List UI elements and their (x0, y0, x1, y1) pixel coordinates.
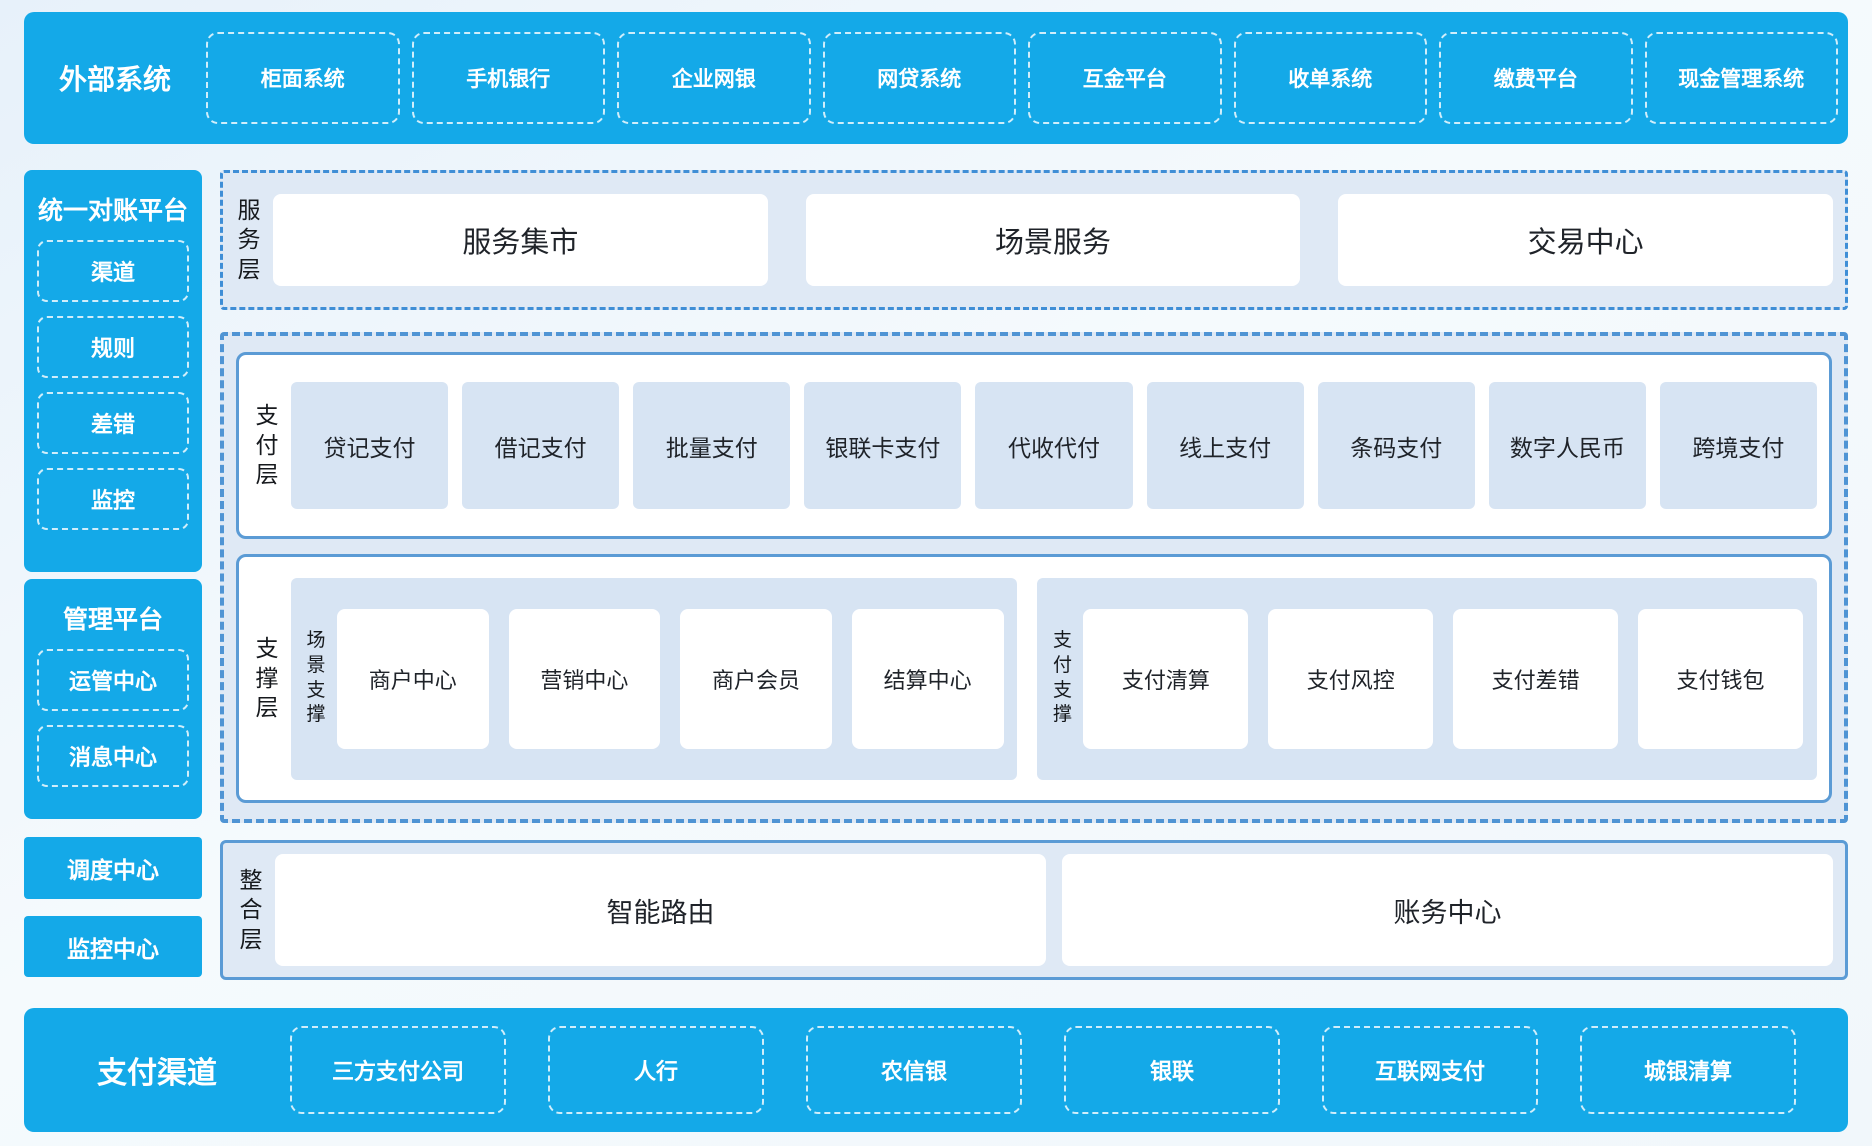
payment-module-box: 线上支付 (1146, 382, 1304, 509)
service-layer-items: 服务集市场景服务交易中心 (273, 194, 1834, 286)
support-module-box: 结算中心 (851, 608, 1004, 749)
payment-module-box: 贷记支付 (291, 382, 449, 509)
payment-channels-bar: 支付渠道 三方支付公司人行农信银银联互联网支付城银清算 (24, 1008, 1848, 1132)
payment-module-box: 条码支付 (1317, 382, 1475, 509)
support-layer-panel: 支撑层 场景支撑 商户中心营销中心商户会员结算中心 支付支撑 (236, 554, 1832, 803)
payment-channel-item: 三方支付公司 (290, 1026, 506, 1114)
payment-channels-items: 三方支付公司人行农信银银联互联网支付城银清算 (290, 1026, 1848, 1114)
support-layer-groups: 场景支撑 商户中心营销中心商户会员结算中心 支付支撑 支付清算支付风控支付差错支… (291, 577, 1817, 780)
scene-support-group: 场景支撑 商户中心营销中心商户会员结算中心 (291, 577, 1018, 780)
sidebar-module-item: 渠道 (37, 240, 189, 302)
monitor-center-box: 监控中心 (24, 916, 202, 977)
external-systems-items: 柜面系统手机银行企业网银网贷系统互金平台收单系统缴费平台现金管理系统 (206, 32, 1848, 124)
scene-support-label: 场景支撑 (306, 630, 326, 726)
external-system-item: 企业网银 (617, 32, 811, 124)
payment-channel-item: 银联 (1064, 1026, 1280, 1114)
support-module-box: 支付钱包 (1638, 608, 1803, 749)
payment-support-label: 支付支撑 (1052, 630, 1072, 726)
payment-module-box: 代收代付 (975, 382, 1133, 509)
sidebar-module-item: 监控 (37, 468, 189, 530)
payment-module-box: 银联卡支付 (804, 382, 962, 509)
payment-module-box: 借记支付 (462, 382, 620, 509)
support-module-box: 支付差错 (1453, 608, 1619, 749)
integration-module-box: 账务中心 (1062, 854, 1833, 966)
payment-layer-label: 支付层 (255, 402, 279, 488)
reconciliation-platform-items: 渠道规则差错监控 (24, 238, 202, 530)
layers-column: 服务层 服务集市场景服务交易中心 支付层 贷记支付借记支付批量支付银联卡支付代收… (220, 170, 1848, 980)
payment-channel-item: 城银清算 (1580, 1026, 1796, 1114)
external-systems-bar: 外部系统 柜面系统手机银行企业网银网贷系统互金平台收单系统缴费平台现金管理系统 (24, 12, 1848, 144)
external-systems-label: 外部系统 (58, 64, 171, 95)
payment-channel-item: 人行 (548, 1026, 764, 1114)
management-platform-panel: 管理平台 运管中心消息中心 (24, 579, 202, 819)
external-system-item: 柜面系统 (206, 32, 400, 124)
payment-layer-panel: 支付层 贷记支付借记支付批量支付银联卡支付代收代付线上支付条码支付数字人民币跨境… (236, 352, 1832, 539)
support-module-box: 商户中心 (337, 608, 489, 749)
reconciliation-platform-panel: 统一对账平台 渠道规则差错监控 (24, 170, 202, 572)
payment-support-group: 支付支撑 支付清算支付风控支付差错支付钱包 (1037, 577, 1817, 780)
support-module-box: 支付风控 (1268, 608, 1434, 749)
service-module-box: 服务集市 (273, 194, 768, 286)
dispatch-center-box: 调度中心 (24, 837, 202, 899)
core-layers-container: 支付层 贷记支付借记支付批量支付银联卡支付代收代付线上支付条码支付数字人民币跨境… (220, 332, 1848, 823)
external-system-item: 网贷系统 (822, 32, 1016, 124)
support-module-box: 营销中心 (508, 608, 661, 749)
service-module-box: 场景服务 (805, 194, 1301, 286)
sidebar-module-item: 消息中心 (37, 725, 189, 787)
external-system-item: 现金管理系统 (1644, 32, 1838, 124)
external-system-item: 缴费平台 (1439, 32, 1633, 124)
diagram-body: 统一对账平台 渠道规则差错监控 管理平台 运管中心消息中心 调度中心 监控中心 … (24, 170, 1848, 980)
payment-channel-item: 农信银 (806, 1026, 1022, 1114)
integration-module-box: 智能路由 (275, 854, 1046, 966)
payment-support-items: 支付清算支付风控支付差错支付钱包 (1083, 608, 1803, 749)
sidebar-module-item: 运管中心 (37, 649, 189, 711)
payment-channels-label: 支付渠道 (97, 1057, 217, 1090)
reconciliation-platform-title: 统一对账平台 (37, 197, 188, 225)
service-layer-label: 服务层 (237, 196, 261, 282)
sidebar-module-item: 差错 (37, 392, 189, 454)
payment-module-box: 数字人民币 (1488, 382, 1646, 509)
integration-layer-panel: 整合层 智能路由账务中心 (220, 840, 1848, 980)
support-module-box: 支付清算 (1083, 608, 1249, 749)
external-system-item: 手机银行 (411, 32, 605, 124)
service-layer-panel: 服务层 服务集市场景服务交易中心 (220, 170, 1848, 310)
payment-module-box: 跨境支付 (1659, 382, 1817, 509)
integration-layer-label: 整合层 (239, 866, 263, 952)
payment-layer-items: 贷记支付借记支付批量支付银联卡支付代收代付线上支付条码支付数字人民币跨境支付 (291, 382, 1817, 509)
scene-support-items: 商户中心营销中心商户会员结算中心 (337, 608, 1004, 749)
management-platform-items: 运管中心消息中心 (24, 647, 202, 787)
payment-module-box: 批量支付 (633, 382, 791, 509)
external-system-item: 互金平台 (1028, 32, 1222, 124)
external-system-item: 收单系统 (1233, 32, 1427, 124)
integration-layer-items: 智能路由账务中心 (275, 854, 1833, 966)
support-layer-label: 支撑层 (255, 635, 279, 721)
management-platform-title: 管理平台 (62, 606, 163, 634)
support-module-box: 商户会员 (680, 608, 832, 749)
sidebar-module-item: 规则 (37, 316, 189, 378)
left-sidebar: 统一对账平台 渠道规则差错监控 管理平台 运管中心消息中心 调度中心 监控中心 (24, 170, 202, 980)
payment-channel-item: 互联网支付 (1322, 1026, 1538, 1114)
service-module-box: 交易中心 (1338, 194, 1834, 286)
